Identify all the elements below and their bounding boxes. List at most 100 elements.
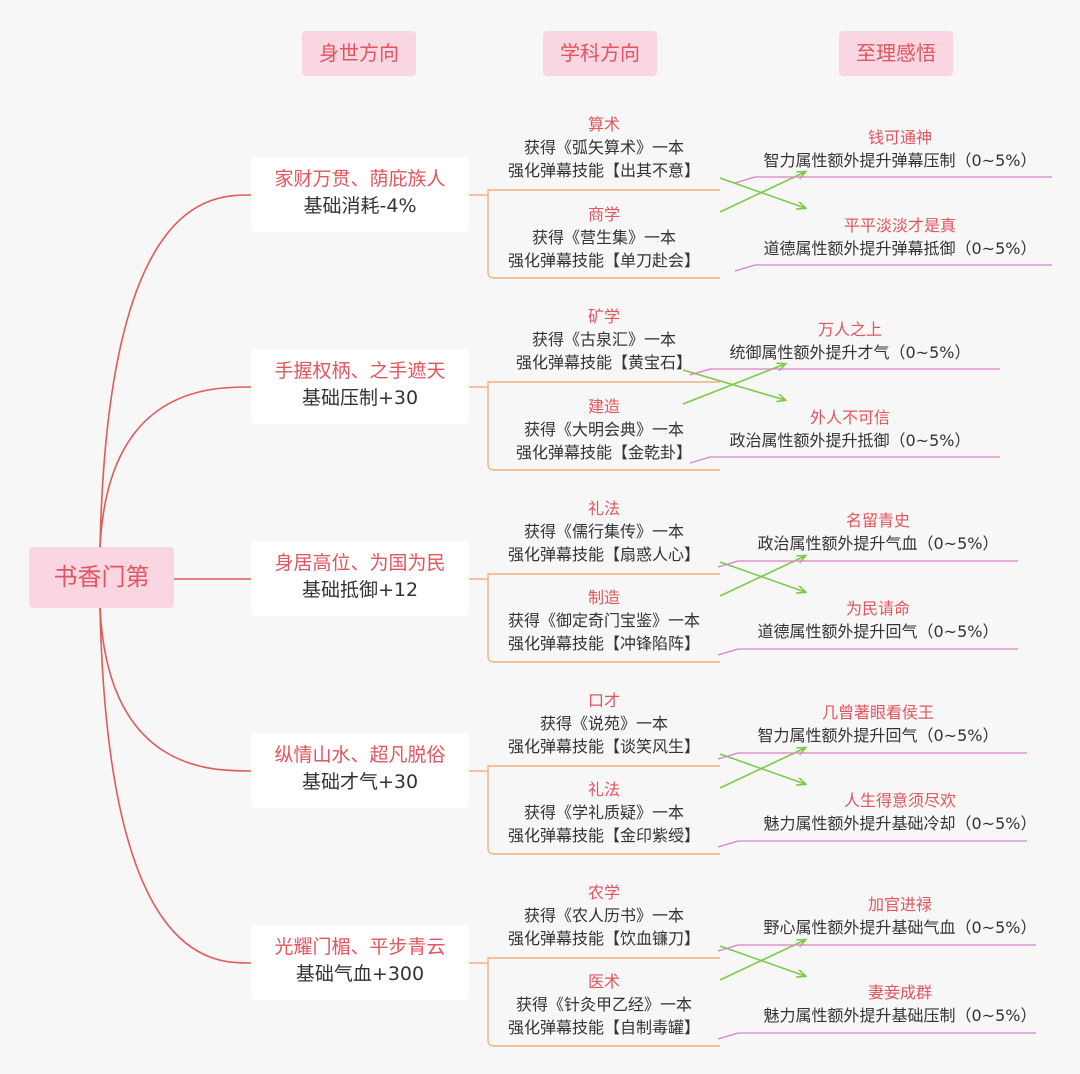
perk-node: 名留青史 政治属性额外提升气血（0~5%） (708, 509, 1048, 555)
perk-underline (689, 456, 1000, 464)
perk-node: 为民请命 道德属性额外提升回气（0~5%） (708, 597, 1048, 643)
subject-name: 商学 (587, 205, 620, 224)
subject-skill: 强化弹幕技能【黄宝石】 (515, 353, 692, 372)
subject-book: 获得《御定奇门宝鉴》一本 (507, 611, 700, 630)
branch-stat: 基础抵御+12 (301, 579, 419, 601)
subject-skill: 强化弹幕技能【单刀赴会】 (507, 251, 700, 270)
subject-skill: 强化弹幕技能【饮血镰刀】 (507, 929, 700, 948)
cross-arrow (682, 369, 785, 400)
branch-title: 身居高位、为国为民 (274, 552, 446, 574)
subject-name: 医术 (587, 972, 620, 991)
header-subject-direction: 学科方向 (543, 31, 657, 76)
perk-name: 为民请命 (845, 599, 910, 618)
subject-name: 矿学 (587, 307, 620, 326)
perk-name: 人生得意须尽欢 (843, 791, 956, 810)
subject-name: 口才 (587, 691, 620, 710)
subject-skill: 强化弹幕技能【金印紫绶】 (507, 826, 700, 845)
subject-name: 算术 (587, 115, 620, 134)
perk-node: 人生得意须尽欢 魅力属性额外提升基础冷却（0~5%） (730, 789, 1070, 835)
subject-node: 矿学 获得《古泉汇》一本 强化弹幕技能【黄宝石】 (490, 305, 718, 374)
header-lineage-direction: 身世方向 (302, 31, 416, 76)
perk-name: 平平淡淡才是真 (843, 216, 956, 235)
perk-underline (717, 944, 1036, 952)
root-branch-connector (99, 607, 252, 964)
perk-underline (689, 368, 1000, 376)
branch-title: 家财万贯、荫庇族人 (274, 168, 446, 190)
subject-bracket (487, 381, 720, 471)
branch-stat: 基础气血+300 (295, 963, 425, 985)
subject-skill: 强化弹幕技能【谈笑风生】 (507, 737, 700, 756)
perk-underline (734, 176, 1052, 184)
subject-node: 口才 获得《说苑》一本 强化弹幕技能【谈笑风生】 (490, 689, 718, 758)
perk-node: 几曾著眼看侯王 智力属性额外提升回气（0~5%） (708, 701, 1048, 747)
subject-skill: 强化弹幕技能【金乾卦】 (515, 443, 692, 462)
root-branch-connector (99, 607, 252, 772)
perk-desc: 道德属性额外提升回气（0~5%） (757, 622, 999, 641)
branch-node: 纵情山水、超凡脱俗 基础才气+30 (251, 733, 469, 808)
subject-node: 制造 获得《御定奇门宝鉴》一本 强化弹幕技能【冲锋陷阵】 (490, 586, 718, 655)
subject-book: 获得《大明会典》一本 (523, 420, 684, 439)
perk-desc: 魅力属性额外提升基础冷却（0~5%） (763, 814, 1037, 833)
subject-book: 获得《儒行集传》一本 (523, 522, 684, 541)
subject-name: 礼法 (587, 780, 620, 799)
subject-bracket (487, 765, 720, 855)
subject-node: 商学 获得《营生集》一本 强化弹幕技能【单刀赴会】 (490, 203, 718, 272)
cross-arrow (719, 177, 805, 208)
perk-underline (717, 752, 1027, 760)
subject-bracket (487, 189, 720, 279)
cross-arrow (719, 172, 805, 213)
perk-underline (717, 1032, 1036, 1040)
perk-desc: 魅力属性额外提升基础压制（0~5%） (763, 1006, 1037, 1025)
subject-node: 农学 获得《农人历书》一本 强化弹幕技能【饮血镰刀】 (490, 881, 718, 950)
perk-underline (717, 840, 1027, 848)
branch-stat: 基础消耗-4% (303, 195, 417, 217)
perk-underline (734, 264, 1052, 272)
subject-book: 获得《营生集》一本 (531, 228, 676, 247)
perk-desc: 野心属性额外提升基础气血（0~5%） (763, 918, 1037, 937)
subject-node: 算术 获得《弧矢算术》一本 强化弹幕技能【出其不意】 (490, 113, 718, 182)
root-branch-connector (99, 194, 252, 548)
subject-name: 制造 (587, 588, 620, 607)
subject-name: 建造 (587, 397, 620, 416)
subject-name: 礼法 (587, 499, 620, 518)
perk-name: 钱可通神 (867, 128, 932, 147)
subject-skill: 强化弹幕技能【冲锋陷阵】 (507, 634, 700, 653)
perk-node: 妻妾成群 魅力属性额外提升基础压制（0~5%） (730, 981, 1070, 1027)
branch-node: 光耀门楣、平步青云 基础气血+300 (251, 925, 469, 1000)
branch-stat: 基础才气+30 (301, 771, 419, 793)
cross-arrow (719, 561, 805, 592)
perk-node: 外人不可信 政治属性额外提升抵御（0~5%） (680, 406, 1020, 452)
subject-book: 获得《弧矢算术》一本 (523, 138, 684, 157)
cross-arrow (719, 940, 805, 981)
subject-bracket (487, 957, 720, 1047)
perk-desc: 道德属性额外提升弹幕抵御（0~5%） (763, 239, 1037, 258)
subject-node: 礼法 获得《学礼质疑》一本 强化弹幕技能【金印紫绶】 (490, 778, 718, 847)
cross-arrow (719, 945, 805, 976)
branch-stat: 基础压制+30 (301, 387, 419, 409)
perk-desc: 政治属性额外提升抵御（0~5%） (729, 431, 971, 450)
perk-name: 名留青史 (845, 511, 910, 530)
perk-desc: 统御属性额外提升才气（0~5%） (729, 343, 971, 362)
cross-arrow (682, 364, 785, 405)
branch-title: 手握权柄、之手遮天 (274, 360, 446, 382)
perk-underline (717, 560, 1018, 568)
perk-node: 平平淡淡才是真 道德属性额外提升弹幕抵御（0~5%） (730, 214, 1070, 260)
subject-book: 获得《古泉汇》一本 (531, 330, 676, 349)
subject-node: 建造 获得《大明会典》一本 强化弹幕技能【金乾卦】 (490, 395, 718, 464)
branch-node: 家财万贯、荫庇族人 基础消耗-4% (251, 157, 469, 232)
cross-arrow (719, 748, 805, 789)
branch-title: 纵情山水、超凡脱俗 (274, 744, 446, 766)
branch-title: 光耀门楣、平步青云 (274, 936, 446, 958)
subject-book: 获得《针灸甲乙经》一本 (515, 995, 692, 1014)
subject-skill: 强化弹幕技能【自制毒罐】 (507, 1018, 700, 1037)
branch-node: 身居高位、为国为民 基础抵御+12 (251, 541, 469, 616)
subject-book: 获得《学礼质疑》一本 (523, 803, 684, 822)
branch-node: 手握权柄、之手遮天 基础压制+30 (251, 349, 469, 424)
perk-underline (717, 648, 1018, 656)
perk-name: 外人不可信 (809, 408, 890, 427)
perk-name: 几曾著眼看侯王 (821, 703, 934, 722)
header-enlightenment: 至理感悟 (839, 31, 953, 76)
perk-desc: 智力属性额外提升回气（0~5%） (757, 726, 999, 745)
subject-name: 农学 (587, 883, 620, 902)
